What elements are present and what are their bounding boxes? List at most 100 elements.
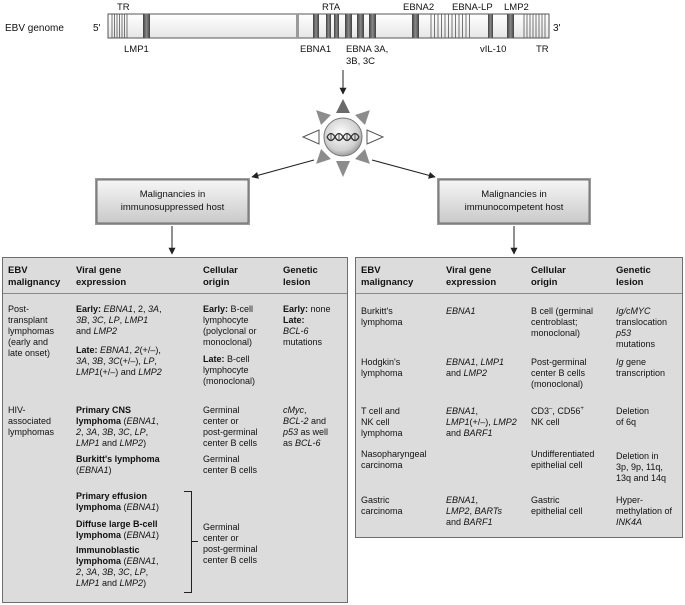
five-prime-label: 5' xyxy=(93,23,101,34)
text-run: EBNA1 xyxy=(126,556,157,566)
ray xyxy=(301,129,320,145)
text-run: , xyxy=(103,356,109,366)
text-run: , xyxy=(145,427,149,437)
arrow-to-immunosuppressed xyxy=(251,159,315,179)
genetic-hodgkins-lymphoma: Ig gene transcription xyxy=(616,357,680,379)
text-run: (+/–), xyxy=(119,356,144,366)
text-run: , xyxy=(129,567,135,577)
text-run: 3C xyxy=(108,356,120,366)
text-run: ( xyxy=(76,465,79,475)
text-run: , xyxy=(113,427,119,437)
genetic-gastric-carcinoma: Hyper- methylation of INK4A xyxy=(616,495,680,528)
gene-label-ebna2: EBNA2 xyxy=(403,2,434,13)
header-divider xyxy=(3,293,347,294)
text-run: 2 xyxy=(134,345,140,355)
genetic-primary-cns-lymphoma: cMyc, BCL-2 and p53 as well as BCL-6 xyxy=(283,405,345,449)
text-run: ) xyxy=(108,465,112,475)
gene-label-vil10: vIL-10 xyxy=(480,44,506,55)
text-run: , xyxy=(97,427,103,437)
lmp1-gene-block xyxy=(143,14,150,38)
cellular-primary-cns-lymphoma: Germinal center or post-germinal center … xyxy=(203,405,258,448)
gene-label-ebna-lp: EBNA-LP xyxy=(452,2,493,13)
text-run: LMP1 xyxy=(76,578,100,588)
text-run: , xyxy=(129,345,135,355)
malignancy-t-nk-cell-lymphoma: T cell and NK cell lymphoma xyxy=(361,406,403,438)
cellular-lymphoma-group: Germinal center or post-germinal center … xyxy=(203,522,258,565)
ray xyxy=(316,149,331,164)
text-run: Late: xyxy=(283,315,305,325)
text-run: Burkitt's lymphoma xyxy=(76,454,160,464)
text-run: ) xyxy=(143,578,147,588)
text-run: LMP1 xyxy=(480,357,505,367)
immunocompetent-box-line1: Malignancies in xyxy=(481,189,546,200)
text-run: (+/–) and xyxy=(99,367,139,377)
viral-t-nk-cell-lymphoma: EBNA1, LMP1(+/–), LMP2 and BARF1 xyxy=(446,406,528,439)
tr-left-repeats xyxy=(111,14,128,38)
text-run: , xyxy=(119,315,125,325)
text-run: gene transcription xyxy=(616,357,666,378)
header-genetic-lesion: Genetic lesion xyxy=(616,265,651,288)
text-run: , xyxy=(103,315,109,325)
three-prime-label: 3' xyxy=(553,23,561,34)
ebna2-gene-block xyxy=(412,14,419,38)
ray xyxy=(336,99,350,113)
text-run: BARF1 xyxy=(463,428,493,438)
genetic-late-post-transplant: Late: BCL-6 mutations xyxy=(283,315,345,348)
cellular-late-post-transplant: Late: B-cell lymphocyte (monoclonal) xyxy=(203,354,281,387)
text-run: Early: xyxy=(203,304,229,314)
text-run: cMyc xyxy=(283,405,304,415)
text-run: , 2, xyxy=(133,304,149,314)
text-run: , xyxy=(81,567,87,577)
text-run: , xyxy=(475,357,481,367)
cellular-burkitts-lymphoma: B cell (germinal centroblast; monoclonal… xyxy=(531,306,613,339)
gene-label-lmp2: LMP2 xyxy=(504,2,529,13)
text-run: Early: xyxy=(283,304,309,314)
text-run: Late: xyxy=(76,345,101,355)
text-run: 3A xyxy=(86,427,98,437)
rta-gene-block xyxy=(326,14,331,38)
text-run: , xyxy=(154,356,157,366)
text-run: EBNA1 xyxy=(100,345,130,355)
text-run: ) xyxy=(156,502,160,512)
cellular-gastric-carcinoma: Gastric epithelial cell xyxy=(531,495,613,517)
text-run: BCL-2 xyxy=(283,416,309,426)
header-ebv-malignancy: EBV malignancy xyxy=(361,265,414,288)
text-run: ( xyxy=(121,502,127,512)
gene-label-rta: RTA xyxy=(322,2,341,13)
cellular-early-post-transplant: Early: B-cell lymphocyte (polyclonal or … xyxy=(203,304,281,348)
cellular-hodgkins-lymphoma: Post-germinal center B cells (monoclonal… xyxy=(531,357,613,390)
text-run: , xyxy=(156,416,159,426)
infection-burst-icon xyxy=(301,99,385,177)
gene-label-ebna1: EBNA1 xyxy=(300,44,331,55)
text-run: + xyxy=(580,406,584,412)
tr-right-repeats xyxy=(523,14,546,38)
text-run: Early: xyxy=(76,304,104,314)
text-run: LMP2 xyxy=(138,367,162,377)
viral-hodgkins-lymphoma: EBNA1, LMP1 and LMP2 xyxy=(446,357,528,379)
text-run: EBNA1 xyxy=(126,416,157,426)
gene-label-ebna3-line2: 3B, 3C xyxy=(346,56,375,67)
text-run: , xyxy=(87,315,93,325)
header-viral-gene-expression: Viral gene expression xyxy=(446,265,497,288)
text-run: B cell (germinal centroblast; monoclonal… xyxy=(531,306,594,338)
text-run: ( xyxy=(121,416,127,426)
text-run: , xyxy=(129,427,135,437)
text-run: – xyxy=(549,406,553,412)
text-run: and xyxy=(311,416,327,426)
lmp2-gene-block xyxy=(507,14,514,38)
immunocompetent-box-line2: immunocompetent host xyxy=(465,202,564,213)
text-run: , xyxy=(159,304,162,314)
text-run: INK4A xyxy=(616,517,643,527)
viral-primary-effusion-lymphoma: Primary effusion lymphoma (EBNA1) xyxy=(76,491,186,513)
text-run: mutations xyxy=(616,339,656,349)
ebna3a-gene-block xyxy=(345,14,352,38)
text-run: EBNA1 xyxy=(446,406,476,416)
genetic-early-post-transplant: Early: none xyxy=(283,304,345,315)
text-run: Ig xyxy=(616,357,624,367)
text-run: Undifferentiated epithelial cell xyxy=(531,449,595,470)
text-run: 2 xyxy=(76,427,82,437)
ebna1-gene-block xyxy=(313,14,319,38)
text-run: , xyxy=(156,556,159,566)
text-run: Diffuse large B-cell lymphoma xyxy=(76,519,158,540)
text-run: (+/–), xyxy=(139,345,161,355)
